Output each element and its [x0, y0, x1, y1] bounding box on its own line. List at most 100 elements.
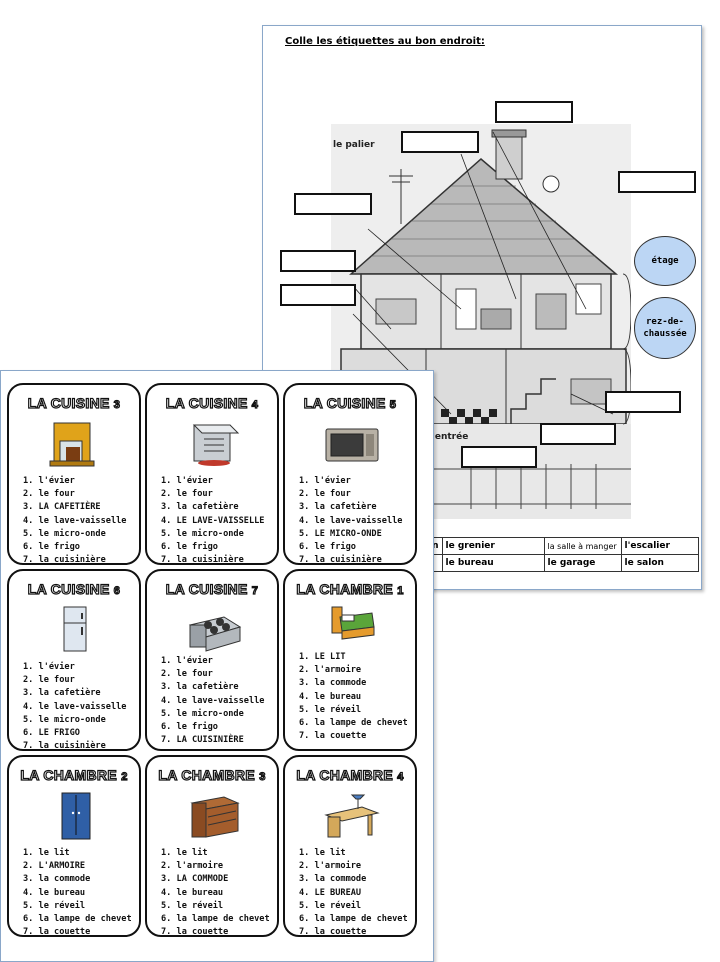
list-item: 2. le four [23, 489, 75, 500]
table-cell: la salle à manger [543, 537, 622, 555]
vocab-list: 1. l'évier 2. le four 3. la cafetière 4.… [23, 661, 127, 751]
list-item: 7. la cuisinière [161, 555, 244, 565]
label-box-4[interactable] [294, 193, 372, 215]
list-item: 6. la lampe de chevet [161, 914, 270, 925]
vocab-list: 1. LE LIT 2. l'armoire 3. la commode 4. … [299, 651, 408, 743]
list-item: 2. le four [23, 675, 75, 686]
card-title: LA CHAMBRE 4 [296, 766, 404, 783]
list-item: 6. le frigo [23, 542, 80, 553]
table-cell: le garage [543, 554, 622, 572]
list-item: 5. le micro-onde [23, 714, 106, 725]
card-title: LA CHAMBRE 1 [296, 580, 404, 597]
card-chambre-2: LA CHAMBRE 2 1. le lit 2. L'ARMOIRE 3. l… [7, 755, 141, 937]
list-item: 7. la couette [161, 927, 229, 937]
list-item: 7. la couette [299, 731, 367, 742]
rez-de-chaussee-circle: rez-de- chaussée [634, 297, 696, 359]
card-title: LA CUISINE 7 [165, 580, 259, 597]
list-item: 3. la cafetière [161, 682, 239, 693]
card-title: LA CUISINE 4 [165, 394, 259, 411]
list-item: 5. le réveil [299, 704, 362, 715]
list-item: 1. le lit [299, 848, 346, 858]
table-cell: l'escalier [620, 537, 699, 555]
label-box-1[interactable] [495, 101, 573, 123]
list-item: 3. LA CAFETIÈRE [23, 502, 101, 513]
table-row: in le grenier la salle à manger l'escali… [425, 537, 699, 555]
list-item: 2. le four [299, 489, 351, 500]
list-item: 6. le frigo [161, 722, 218, 733]
label-box-7[interactable] [605, 391, 681, 413]
card-title: LA CUISINE 6 [27, 580, 121, 597]
list-item: 2. le four [161, 669, 213, 680]
list-item: 7. LA CUISINIÈRE [161, 735, 244, 746]
desk-icon [324, 794, 380, 838]
table-row: le bureau le garage le salon [425, 554, 699, 572]
list-item: 3. la cafetière [299, 502, 377, 513]
list-item: 3. la commode [23, 874, 91, 885]
list-item: 3. la cafetière [161, 502, 239, 513]
list-item: 7. la cuisinière [23, 555, 106, 565]
card-cuisine-5: LA CUISINE 5 1. l'évier 2. le four 3. la… [283, 383, 417, 565]
label-box-5[interactable] [280, 250, 356, 272]
vocab-list: 1. l'évier 2. le four 3. la cafetière 4.… [161, 475, 265, 565]
card-title: LA CHAMBRE 2 [20, 766, 128, 783]
label-box-6[interactable] [280, 284, 356, 306]
list-item: 4. LE BUREAU [299, 887, 362, 898]
list-item: 6. la lampe de chevet [299, 718, 408, 729]
entree-label: l'entrée [429, 432, 469, 442]
label-box-3[interactable] [618, 171, 696, 193]
list-item: 4. le bureau [161, 887, 224, 898]
stove-icon [188, 616, 242, 652]
rez-de-chaussee-text: rez-de- chaussée [643, 316, 687, 339]
list-item: 2. L'ARMOIRE [23, 861, 86, 872]
list-item: 5. le micro-onde [161, 528, 244, 539]
list-item: 6. le frigo [299, 542, 356, 553]
card-cuisine-3: LA CUISINE 3 1. l'évier 2. le four 3. LA… [7, 383, 141, 565]
worksheet-title: Colle les étiquettes au bon endroit: [285, 36, 485, 47]
list-item: 2. l'armoire [299, 861, 362, 872]
list-item: 4. LE LAVE-VAISSELLE [161, 515, 265, 526]
card-chambre-1: LA CHAMBRE 1 1. LE LIT 2. l'armoire 3. l… [283, 569, 417, 751]
list-item: 5. LE MICRO-ONDE [299, 528, 382, 539]
card-chambre-3: LA CHAMBRE 3 1. le lit 2. l'armoire 3. L… [145, 755, 279, 937]
list-item: 7. la cuisinière [23, 741, 106, 751]
label-box-2[interactable] [401, 131, 479, 153]
vocab-list: 1. l'évier 2. le four 3. la cafetière 4.… [299, 475, 402, 565]
dresser-icon [190, 796, 240, 838]
flashcard-sheet: LA CUISINE 3 1. l'évier 2. le four 3. LA… [0, 370, 434, 962]
list-item: 3. la commode [299, 874, 367, 885]
label-box-9[interactable] [461, 446, 537, 468]
list-item: 1. le lit [161, 848, 208, 858]
list-item: 1. le lit [23, 848, 70, 858]
fridge-icon [63, 606, 87, 652]
vocab-list: 1. le lit 2. l'armoire 3. LA COMMODE 4. … [161, 847, 270, 937]
list-item: 7. la cuisinière [299, 555, 382, 565]
vocab-list: 1. le lit 2. L'ARMOIRE 3. la commode 4. … [23, 847, 132, 935]
card-title: LA CHAMBRE 3 [158, 766, 266, 783]
list-item: 2. le four [161, 489, 213, 500]
list-item: 7. la couette [299, 927, 367, 937]
wardrobe-icon [61, 792, 91, 840]
list-item: 1. l'évier [23, 476, 75, 486]
list-item: 6. LE FRIGO [23, 728, 80, 739]
label-box-8[interactable] [540, 423, 616, 445]
table-cell: le bureau [441, 554, 545, 572]
card-title: LA CUISINE 5 [303, 394, 397, 411]
vocabulary-table: in le grenier la salle à manger l'escali… [425, 537, 699, 572]
etage-text: étage [651, 255, 679, 266]
list-item: 5. le réveil [161, 900, 224, 911]
list-item: 3. la cafetière [23, 688, 101, 699]
etage-circle: étage [634, 236, 696, 286]
vocab-list: 1. l'évier 2. le four 3. la cafetière 4.… [161, 655, 264, 747]
bed-icon [331, 606, 375, 640]
list-item: 5. le réveil [299, 900, 362, 911]
list-item: 1. l'évier [161, 476, 213, 486]
list-item: 4. le bureau [23, 887, 86, 898]
list-item: 2. l'armoire [299, 665, 362, 676]
card-cuisine-7: LA CUISINE 7 1. l'évier 2. le four 3. la… [145, 569, 279, 751]
list-item: 2. l'armoire [161, 861, 224, 872]
list-item: 6. le frigo [161, 542, 218, 553]
list-item: 1. l'évier [23, 662, 75, 672]
list-item: 4. le lave-vaisselle [23, 701, 127, 712]
card-cuisine-4: LA CUISINE 4 1. l'évier 2. le four 3. la… [145, 383, 279, 565]
coffee-maker-icon [49, 422, 95, 467]
